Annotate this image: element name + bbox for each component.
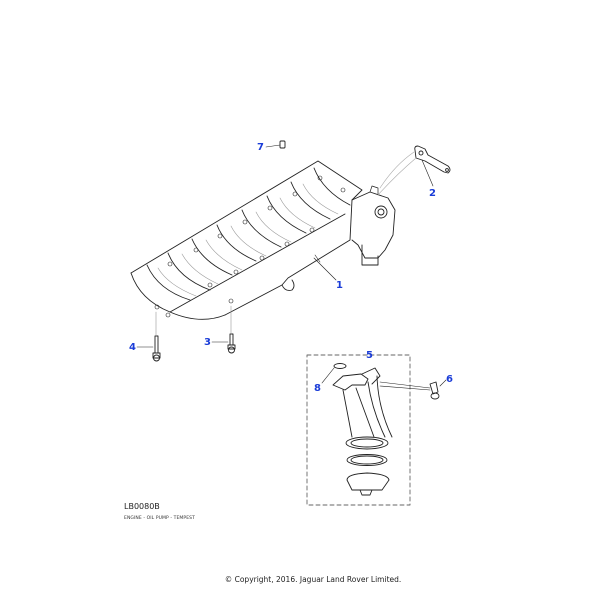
callout-3[interactable]: 3 — [204, 337, 211, 348]
copyright-notice: © Copyright, 2016. Jaguar Land Rover Lim… — [224, 575, 402, 584]
bolt-part-6[interactable] — [429, 381, 440, 400]
o-ring-part[interactable] — [333, 363, 347, 369]
oil-pump-housing-part[interactable] — [130, 160, 396, 320]
callout-2[interactable]: 2 — [429, 188, 436, 199]
callout-7[interactable]: 7 — [257, 142, 264, 153]
oil-pickup-pipe-part[interactable] — [332, 367, 393, 496]
callout-5[interactable]: 5 — [366, 350, 373, 361]
diagram-reference-code: LB0080B — [124, 502, 160, 511]
callout-4[interactable]: 4 — [129, 342, 136, 353]
callout-1[interactable]: 1 — [336, 280, 343, 291]
plug-part[interactable] — [279, 140, 286, 149]
bolt-long-part[interactable] — [152, 335, 161, 362]
callout-6[interactable]: 6 — [446, 374, 453, 385]
bracket-part[interactable] — [414, 145, 451, 174]
diagram-description: ENGINE - OIL PUMP - TEMPEST — [124, 516, 195, 521]
callout-8[interactable]: 8 — [314, 383, 321, 394]
kit-boundary-box — [306, 354, 411, 506]
bolt-part[interactable] — [227, 333, 236, 354]
